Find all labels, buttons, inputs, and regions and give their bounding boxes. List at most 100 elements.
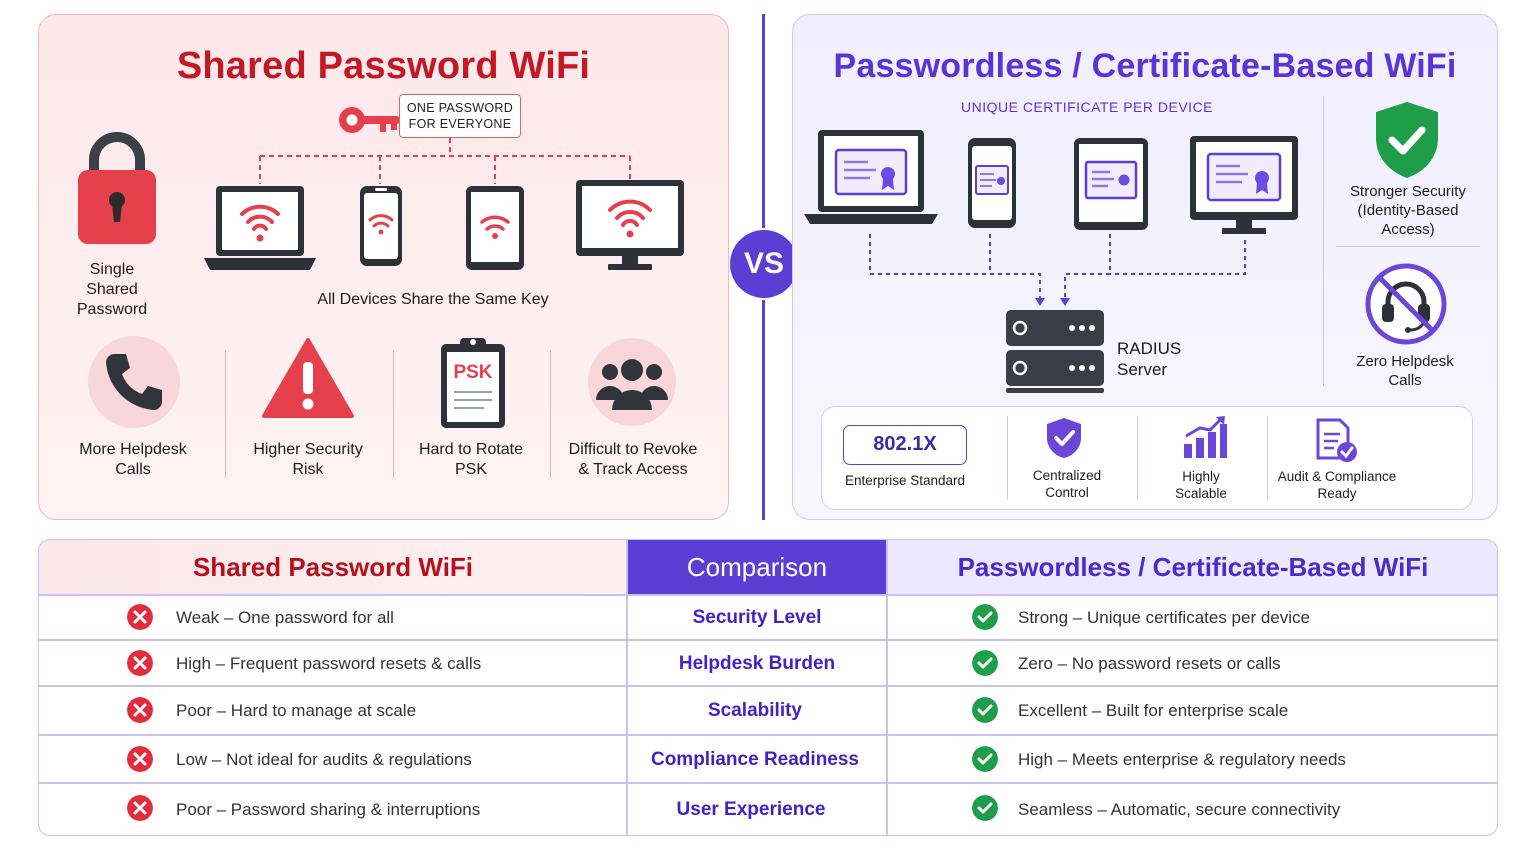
issue-line: Difficult to Revoke bbox=[568, 441, 698, 458]
criteria-cell: Scalability bbox=[708, 700, 802, 721]
radius-label-line: RADIUS bbox=[1117, 339, 1182, 358]
phone-certificate-icon bbox=[968, 138, 1016, 228]
row-divider bbox=[39, 734, 1497, 736]
x-icon bbox=[127, 746, 153, 772]
feature-label: Highly Scalable bbox=[1146, 468, 1256, 502]
benefit-line: Calls bbox=[1388, 372, 1422, 389]
shared-cell: Poor – Password sharing & interruptions bbox=[176, 800, 481, 819]
feature-label: Centralized Control bbox=[1012, 467, 1122, 501]
col-divider bbox=[886, 540, 888, 835]
monitor-wifi-icon bbox=[576, 180, 684, 270]
padlock-icon bbox=[78, 132, 156, 244]
devices-label: All Devices Share the Same Key bbox=[317, 291, 549, 308]
right-panel-title: Passwordless / Certificate-Based WiFi bbox=[833, 47, 1457, 85]
row-divider bbox=[39, 594, 1497, 596]
criteria-cell: User Experience bbox=[676, 799, 826, 820]
table-header-comparison: Comparison bbox=[627, 540, 887, 594]
lock-label-line: Shared bbox=[86, 281, 138, 298]
certificate-cell: Zero – No password resets or calls bbox=[1018, 654, 1281, 673]
icon-backdrop bbox=[88, 336, 180, 428]
warning-icon bbox=[262, 338, 354, 418]
monitor-certificate-icon bbox=[1190, 136, 1298, 234]
divider bbox=[550, 350, 551, 478]
x-icon bbox=[127, 697, 153, 723]
laptop-certificate-icon bbox=[804, 130, 938, 224]
issue-line: More Helpdesk bbox=[79, 441, 187, 458]
x-icon bbox=[127, 795, 153, 821]
issue-label: Hard to Rotate PSK bbox=[404, 440, 538, 480]
growth-chart-icon bbox=[1184, 416, 1227, 458]
divider bbox=[1323, 96, 1324, 386]
criteria-cell: Helpdesk Burden bbox=[678, 653, 836, 674]
feature-line: Audit & Compliance bbox=[1277, 469, 1397, 484]
clipboard-icon bbox=[441, 338, 505, 428]
icon-backdrop bbox=[588, 338, 676, 426]
one-password-badge: ONE PASSWORD FOR EVERYONE bbox=[399, 94, 521, 138]
issue-line: Risk bbox=[292, 461, 324, 478]
document-check-icon bbox=[1316, 418, 1357, 462]
laptop-wifi-icon bbox=[204, 186, 316, 270]
benefit-line: Access) bbox=[1381, 221, 1435, 238]
table-header-certificate: Passwordless / Certificate-Based WiFi bbox=[887, 540, 1497, 594]
vs-divider-top bbox=[762, 14, 765, 228]
certificate-cell: Excellent – Built for enterprise scale bbox=[1018, 701, 1289, 720]
feature-line: Centralized bbox=[1032, 468, 1102, 483]
divider bbox=[1267, 416, 1268, 500]
lock-label-line: Single bbox=[89, 261, 135, 278]
benefit-label: Zero Helpdesk Calls bbox=[1340, 352, 1470, 390]
badge-line: ONE PASSWORD bbox=[406, 101, 514, 115]
certificate-cell: Seamless – Automatic, secure connectivit… bbox=[1018, 800, 1341, 819]
lock-label: Single Shared Password bbox=[66, 260, 158, 320]
row-divider bbox=[39, 685, 1497, 687]
feature-line: Ready bbox=[1317, 486, 1357, 501]
divider bbox=[393, 350, 394, 478]
feature-line: Highly bbox=[1182, 469, 1220, 484]
criteria-cell: Security Level bbox=[692, 607, 822, 628]
shield-check-icon bbox=[1376, 102, 1438, 178]
issue-line: Higher Security bbox=[253, 441, 363, 458]
check-icon bbox=[972, 746, 998, 772]
left-panel-title: Shared Password WiFi bbox=[176, 45, 591, 87]
standard-label: Enterprise Standard bbox=[844, 473, 966, 488]
issue-label: More Helpdesk Calls bbox=[64, 440, 202, 480]
col-divider bbox=[626, 540, 628, 835]
table-header-shared: Shared Password WiFi bbox=[39, 540, 627, 594]
comparison-table: Shared Password WiFi Comparison Password… bbox=[38, 539, 1498, 836]
shared-cell: High – Frequent password resets & calls bbox=[176, 654, 482, 673]
criteria-cell: Compliance Readiness bbox=[650, 749, 860, 770]
standard-badge: 802.1X bbox=[843, 425, 967, 465]
users-icon bbox=[596, 359, 668, 410]
benefit-line: Stronger Security bbox=[1350, 183, 1466, 200]
shield-icon bbox=[1047, 418, 1081, 458]
x-icon bbox=[127, 650, 153, 676]
tablet-wifi-icon bbox=[466, 186, 524, 270]
check-icon bbox=[972, 650, 998, 676]
divider bbox=[1007, 416, 1008, 500]
server-icon bbox=[1006, 310, 1104, 393]
phone-wifi-icon bbox=[360, 186, 402, 266]
radius-label: RADIUS Server bbox=[1117, 338, 1181, 380]
issue-label: Higher Security Risk bbox=[232, 440, 384, 480]
vs-divider-bottom bbox=[762, 300, 765, 520]
issue-line: Hard to Rotate bbox=[418, 441, 524, 458]
lock-label-line: Password bbox=[76, 301, 148, 318]
benefit-line: Zero Helpdesk bbox=[1356, 353, 1454, 370]
check-icon bbox=[972, 795, 998, 821]
divider bbox=[1137, 416, 1138, 500]
phone-icon bbox=[106, 354, 162, 410]
shared-cell: Weak – One password for all bbox=[176, 608, 394, 627]
divider bbox=[1336, 246, 1480, 247]
benefit-line: (Identity-Based bbox=[1357, 202, 1459, 219]
shared-cell: Low – Not ideal for audits & regulations bbox=[176, 750, 472, 769]
benefit-label: Stronger Security (Identity-Based Access… bbox=[1336, 182, 1480, 239]
certificate-cell: High – Meets enterprise & regulatory nee… bbox=[1018, 750, 1346, 769]
issue-line: Calls bbox=[115, 461, 151, 478]
issue-line: & Track Access bbox=[578, 461, 688, 478]
certificate-label: UNIQUE CERTIFICATE PER DEVICE bbox=[961, 99, 1214, 115]
tablet-certificate-icon bbox=[1074, 138, 1148, 230]
psk-text: PSK bbox=[453, 362, 493, 383]
radius-label-line: Server bbox=[1117, 360, 1168, 379]
feature-line: Control bbox=[1045, 485, 1089, 500]
certificate-auth-lines bbox=[869, 234, 1246, 306]
feature-label: Audit & Compliance Ready bbox=[1272, 468, 1402, 502]
